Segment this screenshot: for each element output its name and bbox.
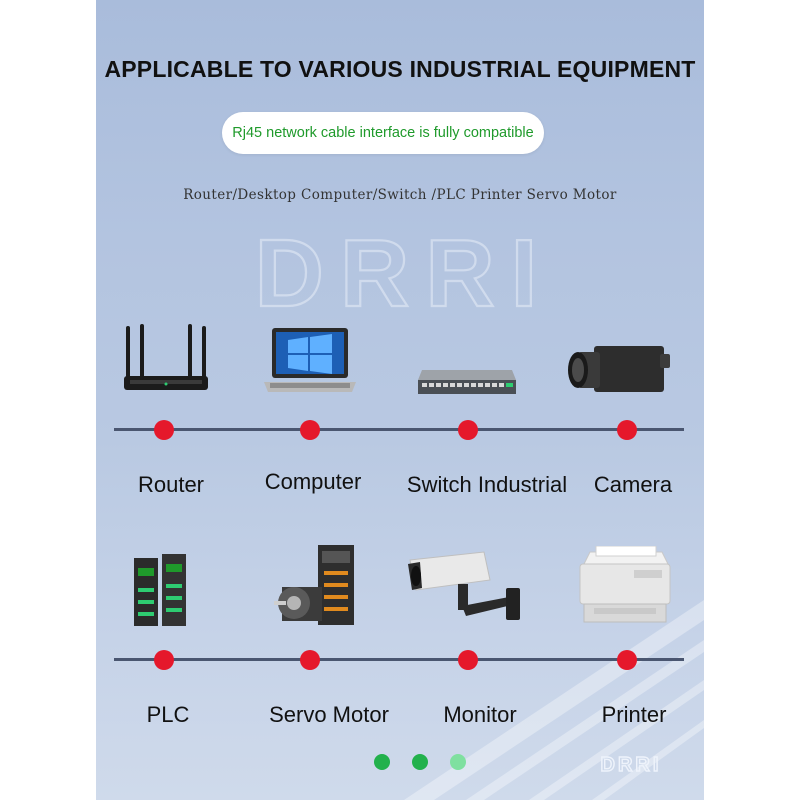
device-list-line: Router/Desktop Computer/Switch /PLC Prin… [183,187,617,203]
printer-icon [579,546,671,623]
brand-watermark-text: DRRI [255,226,554,318]
device-label-camera: Camera [593,472,673,497]
timeline-row-1 [114,428,684,431]
brand-logo-text: DRRI [601,754,662,775]
timeline-dot [458,650,478,670]
carousel-dot[interactable] [374,754,390,770]
device-label-servo-motor: Servo Motor [269,702,389,727]
compatibility-note: Rj45 network cable interface is fully co… [232,125,534,141]
device-label-printer: Printer [601,702,667,727]
timeline-dot [300,420,320,440]
brand-watermark: DRRI [254,226,554,318]
industrial-camera-icon [568,346,670,392]
router-icon [124,324,208,390]
timeline-dot [458,420,478,440]
carousel-dot-active[interactable] [412,754,428,770]
page-title: APPLICABLE TO VARIOUS INDUSTRIAL EQUIPME… [104,56,696,82]
compatibility-badge: Rj45 network cable interface is fully co… [222,112,544,154]
device-label-monitor: Monitor [443,702,517,727]
timeline-dot [617,420,637,440]
device-label-router: Router [137,472,205,497]
timeline-dot [300,650,320,670]
timeline-dot [154,420,174,440]
timeline-row-2 [114,658,684,661]
brand-logo: DRRI [600,753,662,775]
plc-icon [134,554,186,626]
timeline-dot [617,650,637,670]
security-camera-icon [408,551,520,620]
device-label-plc: PLC [146,702,190,727]
carousel-dot[interactable] [450,754,466,770]
servo-motor-icon [274,545,354,625]
product-banner: APPLICABLE TO VARIOUS INDUSTRIAL EQUIPME… [96,0,704,800]
device-label-switch-industrial: Switch Industrial [406,472,568,497]
network-switch-icon [418,370,516,394]
device-label-computer: Computer [264,469,362,494]
laptop-icon [264,328,356,392]
timeline-dot [154,650,174,670]
carousel-indicator [374,754,466,770]
